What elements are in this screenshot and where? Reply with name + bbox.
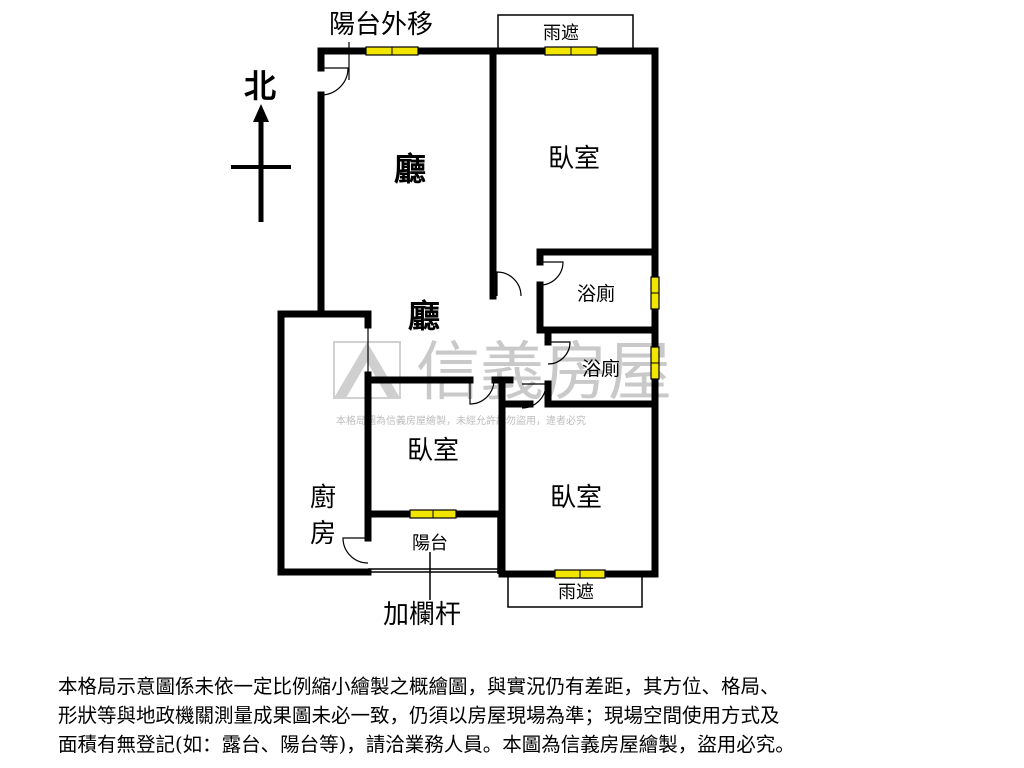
label-bath-2: 浴廁 <box>582 357 620 380</box>
watermark: 信義房屋 本格局圖為信義房屋繪製，未經允許請勿盜用，違者必究 <box>333 336 672 427</box>
door-bedroom-ne <box>496 271 522 297</box>
floor-plan: 信義房屋 本格局圖為信義房屋繪製，未經允許請勿盜用，違者必究 <box>231 10 672 630</box>
doors <box>320 67 571 564</box>
label-railing: 加欄杆 <box>383 600 461 630</box>
balcony-outline <box>368 514 499 574</box>
label-bedroom-ne: 臥室 <box>548 144 600 174</box>
watermark-notice: 本格局圖為信義房屋繪製，未經允許請勿盜用，違者必究 <box>336 414 586 427</box>
disclaimer-line-2: 形狀等與地政機關測量成果圖未必一致，仍須以房屋現場為準；現場空間使用方式及 <box>58 704 780 727</box>
disclaimer-line-3: 面積有無登記(如：露台、陽台等)，請洽業務人員。本圖為信義房屋繪製，盜用必究。 <box>58 733 795 756</box>
door-bath1 <box>539 261 564 286</box>
label-balcony-moved: 陽台外移 <box>329 10 433 40</box>
label-living-1: 廳 <box>394 150 426 188</box>
label-bedroom-se: 臥室 <box>550 483 602 513</box>
door-entry <box>320 67 349 96</box>
label-bath-1: 浴廁 <box>577 282 615 305</box>
label-canopy-bottom: 雨遮 <box>558 582 594 603</box>
label-bedroom-mid: 臥室 <box>407 436 459 466</box>
door-bedroom-se <box>521 383 547 409</box>
label-balcony: 陽台 <box>412 533 448 554</box>
label-living-2: 廳 <box>408 297 440 335</box>
label-canopy-top: 雨遮 <box>543 23 579 44</box>
label-kitchen-1: 廚 <box>310 483 336 513</box>
watermark-brand: 信義房屋 <box>416 336 672 410</box>
disclaimer-line-1: 本格局示意圖係未依一定比例縮小繪製之概繪圖，與實況仍有差距，其方位、格局、 <box>58 675 780 698</box>
door-kitchen-balcony <box>342 537 369 564</box>
walls <box>277 47 659 578</box>
label-north: 北 <box>244 67 276 105</box>
north-arrow-icon <box>231 104 291 222</box>
door-bedroom-mid <box>469 379 495 405</box>
door-bath2 <box>547 341 571 365</box>
disclaimer: 本格局示意圖係未依一定比例縮小繪製之概繪圖，與實況仍有差距，其方位、格局、 形狀… <box>58 672 988 759</box>
label-kitchen-2: 房 <box>310 519 336 549</box>
